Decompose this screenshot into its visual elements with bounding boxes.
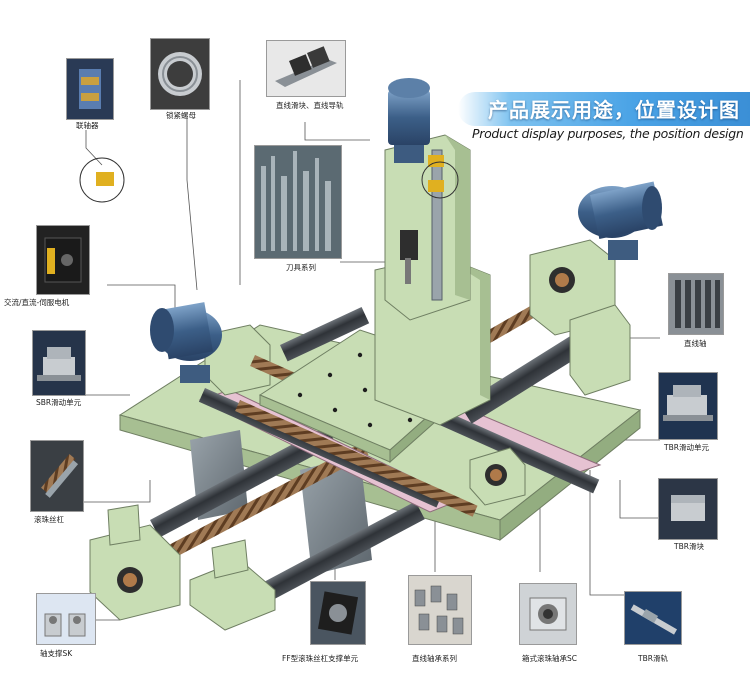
banner: 产品展示用途，位置设计图 Product display purposes, t… — [458, 90, 750, 148]
tool-series-label: 刀具系列 — [286, 263, 316, 272]
tool-series-image — [254, 145, 342, 259]
ff-support-label: FF型滚珠丝杠支撑单元 — [282, 654, 359, 663]
linear-shaft-label: 直线轴 — [684, 339, 707, 348]
linear-guide-label: 直线滑块、直线导轨 — [276, 101, 344, 110]
box-bearing-label: 箱式滚珠轴承SC — [522, 654, 577, 663]
coupling-image — [66, 58, 114, 120]
tbr-block-label: TBR滑块 — [674, 542, 704, 551]
ball-screw-label: 滚珠丝杠 — [34, 515, 64, 524]
banner-title: 产品展示用途，位置设计图 — [488, 98, 740, 122]
linear-bearing-series-image — [408, 575, 472, 645]
banner-subtitle: Product display purposes, the position d… — [472, 126, 744, 141]
sbr-slide-label: SBR滑动单元 — [36, 398, 82, 407]
tbr-rail-image — [624, 591, 682, 645]
servo-motor-image — [36, 225, 90, 295]
linear-guide-image — [266, 40, 346, 97]
linear-shaft-image — [668, 273, 724, 335]
banner-background — [458, 92, 750, 126]
shaft-support-label: 轴支撑SK — [40, 649, 73, 658]
shaft-support-image — [36, 593, 96, 645]
tbr-block-image — [658, 478, 718, 540]
tbr-slide-label: TBR滑动单元 — [664, 443, 709, 452]
servo-motor-label: 交流/直流-伺服电机 — [4, 298, 70, 307]
box-bearing-image — [519, 583, 577, 645]
coupling-label: 联轴器 — [76, 121, 99, 130]
lock-nut-label: 锁紧螺母 — [166, 111, 196, 120]
tbr-rail-label: TBR滑轨 — [638, 654, 668, 663]
ball-screw-image — [30, 440, 84, 512]
lock-nut-image — [150, 38, 210, 110]
linear-bearing-series-label: 直线轴承系列 — [412, 654, 457, 663]
sbr-slide-image — [32, 330, 86, 396]
tbr-slide-image — [658, 372, 718, 440]
ff-support-image — [310, 581, 366, 645]
